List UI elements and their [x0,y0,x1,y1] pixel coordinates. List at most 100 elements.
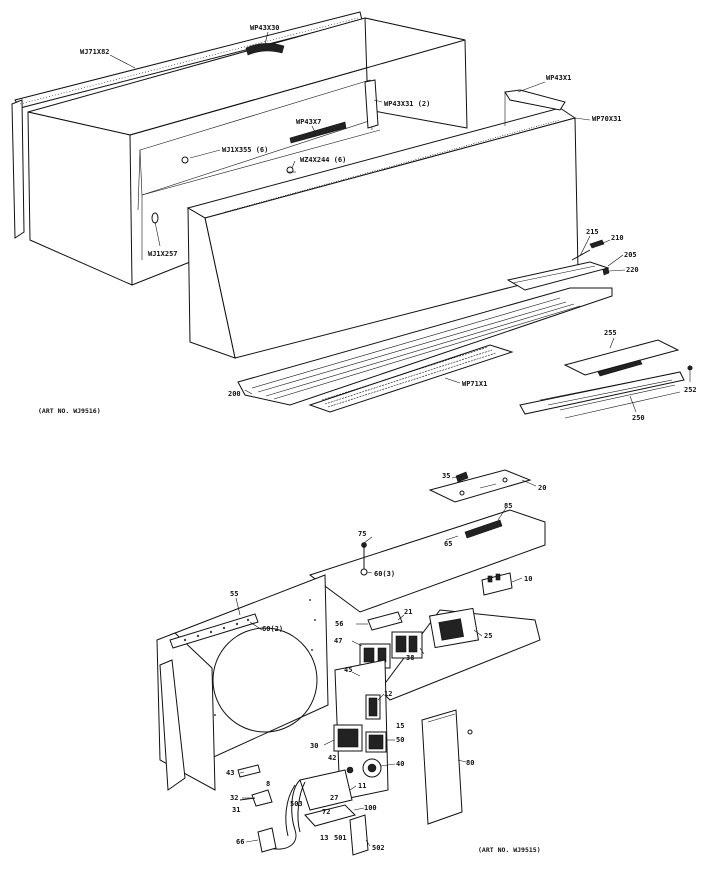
screw-35-top [455,471,469,483]
label-32: 32 [230,794,238,802]
rail-part [289,121,347,144]
label-50: 50 [396,736,404,744]
label-bracket-right: WP43X1 [546,74,571,82]
label-40: 40 [396,760,404,768]
grommet-part [151,212,159,224]
label-205: 205 [624,251,637,259]
part-210 [589,239,605,249]
part-220 [602,267,610,276]
label-38: 38 [406,654,414,662]
label-502: 502 [372,844,385,852]
access-panel-80 [421,709,463,825]
case-side-flange [11,99,25,239]
label-25: 25 [484,632,492,640]
label-42: 42 [328,754,336,762]
tray-250 [519,371,685,415]
label-8: 8 [266,780,270,788]
label-10: 10 [524,575,532,583]
screw-a-part [181,156,189,164]
flange-stipple [19,17,359,105]
label-501: 501 [334,834,347,842]
plate-255-slot [597,359,643,377]
label-100: 100 [364,804,377,812]
art-number-upper: (ART NO. WJ9516) [38,407,101,415]
plate-21 [367,611,403,631]
label-215: 215 [586,228,599,236]
base-grille-slots [251,297,581,400]
label-47: 47 [334,637,342,645]
bracket-55 [169,613,259,649]
relay-38 [391,631,423,659]
label-grommet: WJ1X257 [148,250,178,258]
motor-25 [428,607,480,649]
label-252: 252 [684,386,697,394]
label-screw-a: WJ1X355 (6) [222,146,268,154]
label-210: 210 [611,234,624,242]
label-13: 13 [320,834,328,842]
label-220: 220 [626,266,639,274]
label-35-top: 35 [442,472,450,480]
label-60-2: 60(2) [262,625,283,633]
label-200: 200 [228,390,241,398]
label-channel-clip: WP43X31 (2) [384,100,430,108]
control-panel [308,509,546,613]
upper-assembly: WJ71X82 WP43X30 WP43X1 WP43X31 (2) WP70X… [11,11,697,422]
part-42 [346,766,354,774]
label-rail: WP43X7 [296,118,321,126]
label-12: 12 [384,690,392,698]
part-215 [571,249,591,261]
label-front-panel: WP70X31 [592,115,622,123]
label-75: 75 [358,530,366,538]
power-cord [269,779,301,850]
part-32 [251,789,273,807]
cover-8 [349,814,369,856]
switch-15 [365,694,381,720]
label-503: 503 [290,800,303,808]
lower-assembly: 20 35 85 75 65 60(3) 10 55 60(2) 56 21 4… [156,469,546,856]
label-85: 85 [504,502,512,510]
plate-255 [563,339,680,376]
label-80: 80 [466,759,474,767]
label-43: 43 [226,769,234,777]
part-40 [365,731,387,753]
channel-clip-part [364,79,379,129]
front-panel-left-end [187,207,236,359]
label-66: 66 [236,838,244,846]
terminal-strip [464,519,503,539]
label-55: 55 [230,590,238,598]
lower-leaders [235,475,537,847]
art-number-lower: (ART NO. WJ9515) [478,846,541,854]
label-11: 11 [358,782,366,790]
label-60-3: 60(3) [374,570,395,578]
upper-leaders [109,31,691,413]
label-72: 72 [322,808,330,816]
bracket-55-holes [183,618,250,642]
grille-slots [321,346,497,408]
washer [360,568,368,576]
label-15: 15 [396,722,404,730]
label-screw-b: WZ4X244 (6) [300,156,346,164]
label-255: 255 [604,329,617,337]
label-27: 27 [330,794,338,802]
label-20: 20 [538,484,546,492]
plate-72 [304,804,356,827]
label-56: 56 [335,620,343,628]
label-250: 250 [632,414,645,422]
label-handle: WP43X30 [250,24,280,32]
screw-252 [687,365,693,371]
label-21: 21 [404,608,412,616]
panel-screw [467,729,473,735]
label-45: 45 [344,666,352,674]
case-right-end [364,17,468,129]
base-tray [379,609,541,701]
handle-part [245,43,285,56]
label-grille: WP71X1 [462,380,487,388]
capacitor-30 [333,724,363,752]
bracket-right-part [504,89,566,111]
screw-b-part [286,166,294,174]
case-left-side [27,111,133,286]
label-30: 30 [310,742,318,750]
part-43 [237,764,261,778]
side-plate-inner [159,659,186,791]
label-31: 31 [232,806,240,814]
